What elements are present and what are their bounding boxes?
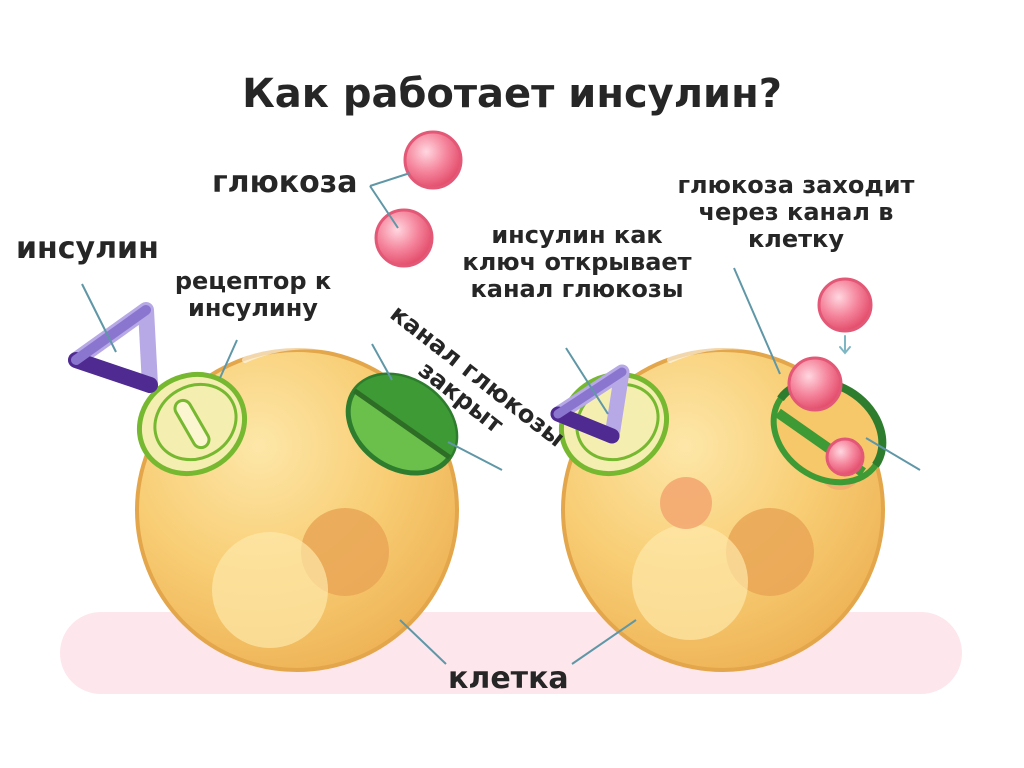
glucose-molecule-5: [825, 437, 865, 477]
insulin-molecule-free: [68, 302, 158, 393]
page-title: Как работает инсулин?: [242, 71, 782, 117]
label-glucose: глюкоза: [212, 165, 358, 200]
glucose-molecule-2: [374, 208, 434, 268]
label-glucose-enters: глюкоза заходит через канал в клетку: [677, 171, 915, 253]
label-insulin-key: инсулин как ключ открывает канал глюкозы: [462, 221, 692, 303]
down-arrow-icon: [839, 335, 851, 355]
glucose-molecule-1: [403, 130, 463, 190]
glucose-molecule-4: [787, 356, 843, 412]
glucose-molecule-3: [817, 277, 873, 333]
label-insulin: инсулин: [16, 231, 159, 266]
left-channel-closed: [345, 372, 459, 476]
insulin-molecule-bound: [550, 364, 630, 444]
leader-lines: [81, 172, 921, 665]
left-receptor: [136, 371, 248, 477]
label-cell: клетка: [448, 661, 569, 696]
label-receptor: рецептор к инсулину: [174, 267, 332, 322]
